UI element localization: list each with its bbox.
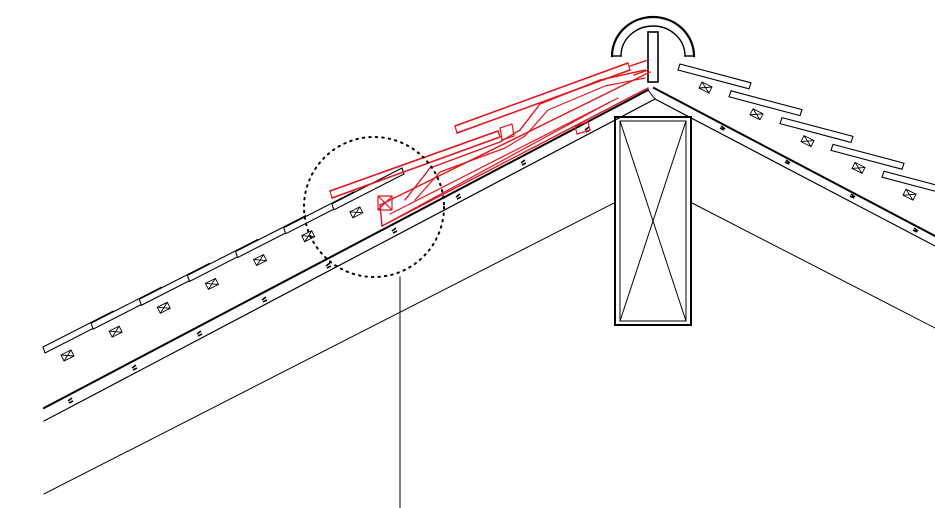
roof-tiles-left <box>42 167 405 362</box>
ridge-cap-tile <box>610 15 696 83</box>
rafter-right <box>647 86 935 247</box>
ceiling-line-right <box>691 202 935 329</box>
roof-tile <box>881 170 935 201</box>
fastener-mark <box>784 159 791 165</box>
rafter-fasteners-right <box>719 125 919 233</box>
detail-callout-circle <box>303 136 445 278</box>
roof-tiles-right <box>677 63 935 201</box>
fastener-mark <box>196 330 203 337</box>
ceiling-line-left <box>43 202 615 495</box>
roof-tile <box>779 116 854 148</box>
rafter-fasteners-left <box>67 126 591 404</box>
fastener-mark <box>67 397 74 404</box>
fastener-mark <box>261 296 268 303</box>
roof-tile <box>677 63 752 94</box>
roof-tile <box>728 90 803 121</box>
ridge-ventilation-assembly <box>329 59 651 227</box>
fastener-mark <box>391 227 398 234</box>
fastener-mark <box>719 125 726 131</box>
ridge-beam <box>614 116 692 326</box>
fastener-mark <box>849 193 856 199</box>
fastener-mark <box>520 159 527 166</box>
rafter-left <box>42 88 656 422</box>
roof-tile <box>830 143 905 175</box>
fastener-mark <box>912 227 919 233</box>
fastener-mark <box>131 364 138 371</box>
fastener-mark <box>325 262 332 269</box>
fastener-mark <box>455 193 462 200</box>
